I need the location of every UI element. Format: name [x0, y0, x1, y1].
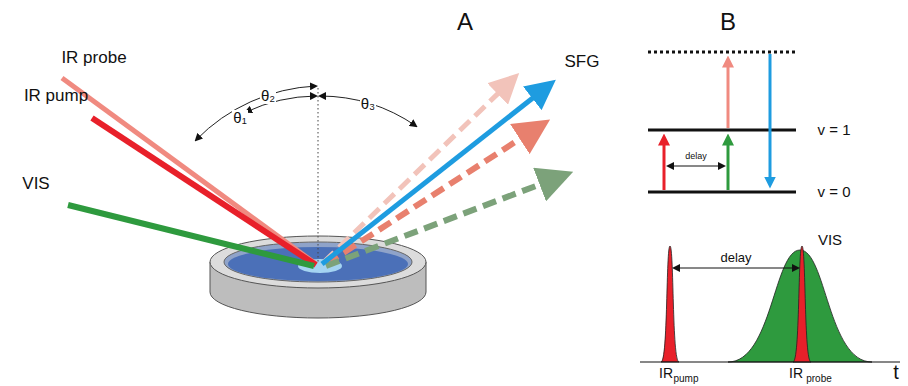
- angle-arcs: [196, 86, 416, 140]
- energy-levels: [648, 52, 796, 192]
- angle-label: θ₁: [232, 110, 247, 127]
- ir-pump-beam: [92, 118, 316, 265]
- axis-label: t: [892, 361, 900, 383]
- pulse-label: VIS: [817, 232, 843, 249]
- sfg-beam: [322, 86, 548, 264]
- beam-label: IR pump: [23, 87, 89, 106]
- angle-label: θ₃: [360, 96, 376, 113]
- delay-label: delay: [719, 251, 752, 265]
- vis-beam: [68, 205, 314, 266]
- delay-label: delay: [684, 152, 708, 162]
- level-label: v = 0: [817, 184, 852, 201]
- beam-label: VIS: [21, 175, 50, 194]
- pulse-subscript: pump: [672, 373, 699, 384]
- angle-label: θ₂: [260, 88, 276, 105]
- pulse-label: IR: [658, 366, 674, 381]
- pulse-timing: [640, 246, 900, 362]
- panel-letter: B: [719, 9, 737, 35]
- beam-label: SFG: [564, 53, 601, 72]
- panel-letter: A: [456, 9, 474, 35]
- surface-normal: [318, 88, 319, 264]
- level-label: v = 1: [817, 122, 852, 139]
- reflected-vis: [326, 176, 562, 266]
- beam-label: IR probe: [60, 49, 127, 68]
- pulse-subscript: probe: [805, 373, 833, 384]
- pulse-label: IR: [788, 366, 804, 381]
- reflected-probe: [324, 80, 512, 262]
